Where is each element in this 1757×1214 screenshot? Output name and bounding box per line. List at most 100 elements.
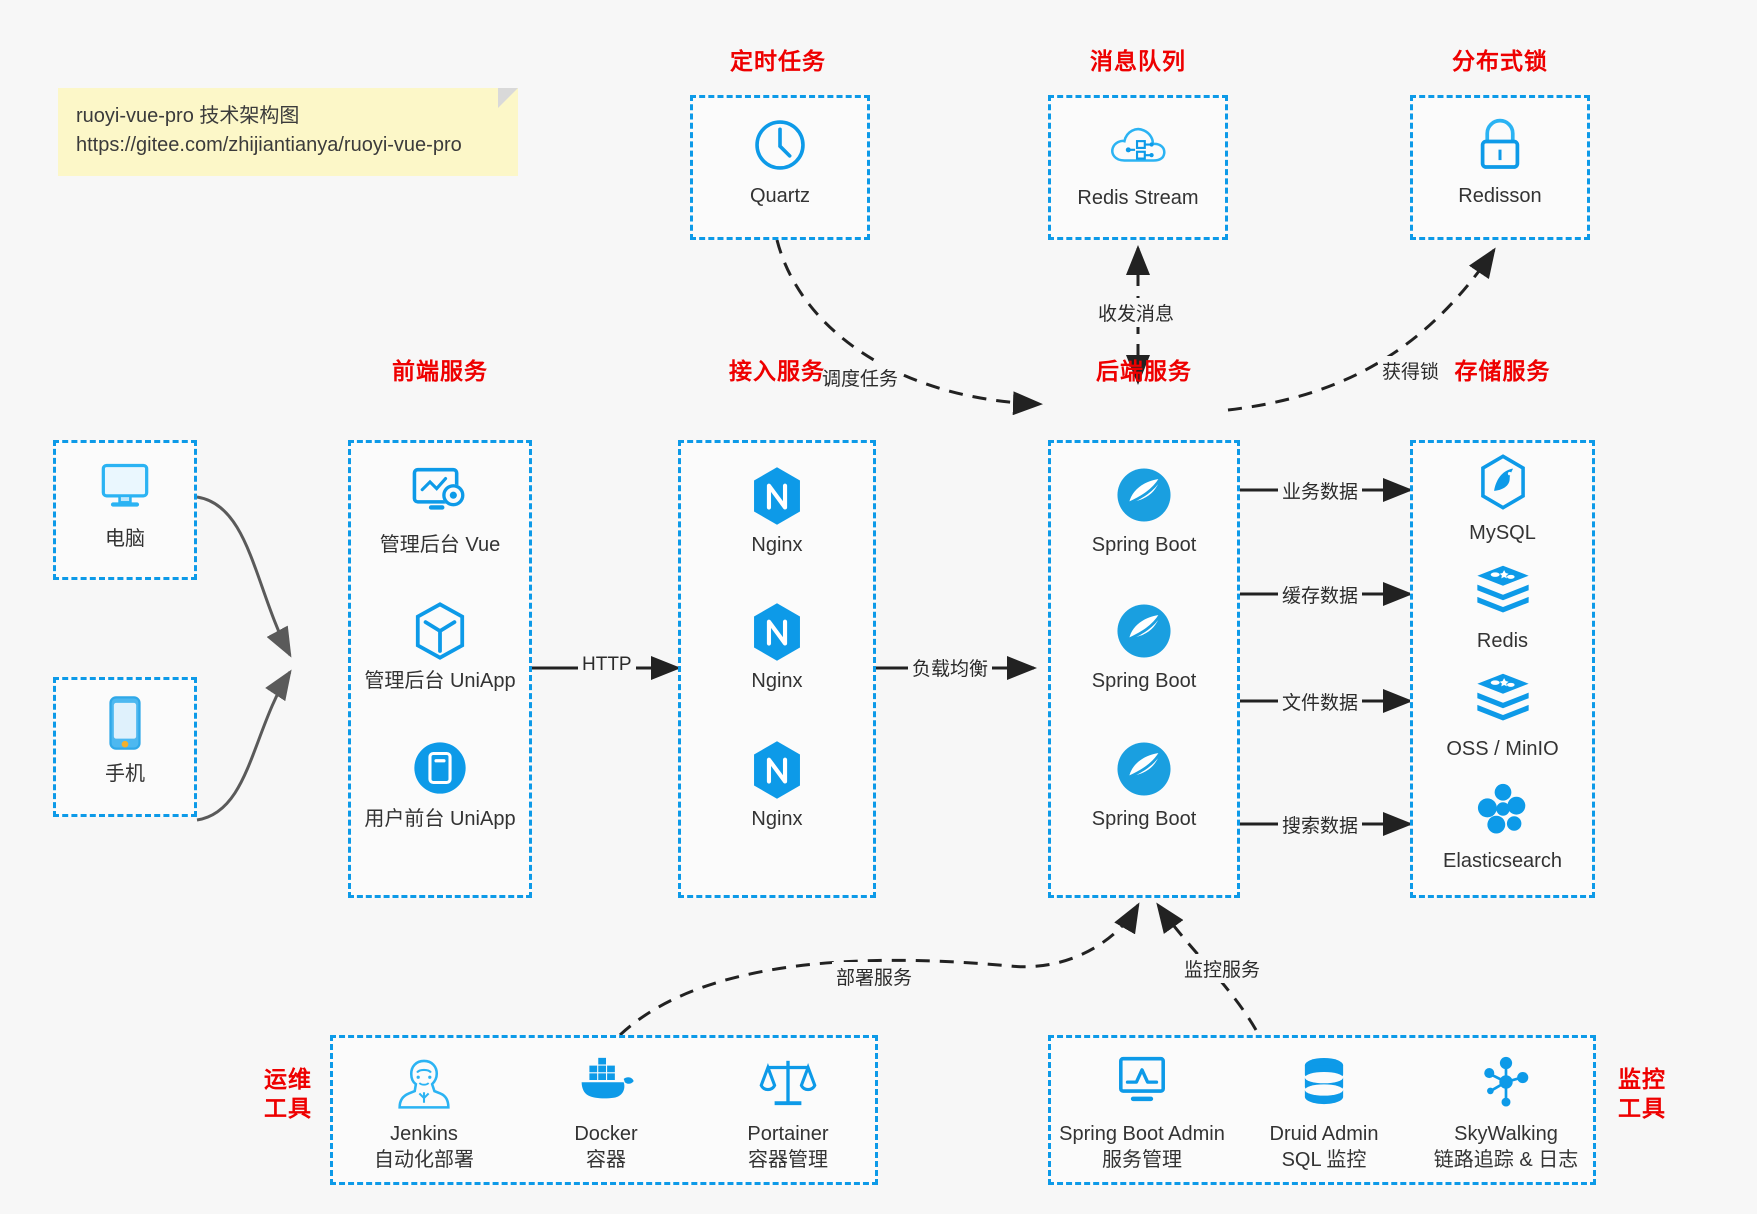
node-redis[interactable]: Redis <box>1413 561 1592 655</box>
node-label: Redis Stream <box>1077 187 1199 209</box>
node-label: Docker <box>574 1123 638 1145</box>
database-icon <box>1233 1054 1415 1116</box>
node-label: Redisson <box>1458 185 1542 207</box>
edge-label-mq: 收发消息 <box>1094 298 1179 327</box>
group-title-monitoring: 监控 工具 <box>1612 1065 1672 1123</box>
spring-boot-icon <box>1051 739 1237 801</box>
monitoring-title-line-2: 工具 <box>1618 1094 1666 1121</box>
spring-boot-icon <box>1051 465 1237 527</box>
clock-icon <box>693 116 867 178</box>
node-skywalking[interactable]: SkyWalking 链路追踪 & 日志 <box>1415 1054 1597 1173</box>
lock-icon <box>1413 116 1587 178</box>
node-nginx-1[interactable]: Nginx <box>681 465 873 559</box>
desktop-icon <box>56 459 194 521</box>
node-sublabel: SQL 监控 <box>1281 1148 1367 1171</box>
node-label: Druid Admin <box>1269 1123 1379 1145</box>
node-sublabel: 容器 <box>586 1148 626 1171</box>
group-backend: Spring Boot Spring Boot Spring Boot <box>1048 440 1240 898</box>
elasticsearch-icon <box>1413 781 1592 843</box>
group-scheduled-task: Quartz <box>690 95 870 240</box>
admin-vue-icon <box>351 465 529 527</box>
node-druid-admin[interactable]: Druid Admin SQL 监控 <box>1233 1054 1415 1173</box>
node-admin-uniapp[interactable]: 管理后台 UniApp <box>351 601 529 695</box>
node-label: Spring Boot <box>1091 534 1197 556</box>
node-mysql[interactable]: MySQL <box>1413 453 1592 547</box>
node-oss-minio[interactable]: OSS / MinIO <box>1413 669 1592 763</box>
note-line-2: https://gitee.com/zhijiantianya/ruoyi-vu… <box>76 134 462 156</box>
node-sublabel: 链路追踪 & 日志 <box>1433 1148 1579 1171</box>
node-redis-stream[interactable]: Redis Stream <box>1051 118 1225 212</box>
node-nginx-2[interactable]: Nginx <box>681 601 873 695</box>
group-devops: Jenkins 自动化部署 <box>330 1035 878 1185</box>
node-desktop[interactable]: 电脑 <box>56 459 194 553</box>
edge-mobile-to-frontend <box>196 669 292 822</box>
node-user-uniapp[interactable]: 用户前台 UniApp <box>351 739 529 833</box>
node-label: Nginx <box>751 670 803 692</box>
node-label: 手机 <box>105 763 145 785</box>
node-label: 用户前台 UniApp <box>364 808 516 830</box>
node-nginx-3[interactable]: Nginx <box>681 739 873 833</box>
node-mobile[interactable]: 手机 <box>56 694 194 788</box>
node-label: Spring Boot <box>1091 670 1197 692</box>
devops-title-line-1: 运维 <box>264 1066 312 1092</box>
node-jenkins[interactable]: Jenkins 自动化部署 <box>333 1054 515 1173</box>
node-spring-boot-1[interactable]: Spring Boot <box>1051 465 1237 559</box>
note-fold-icon <box>498 88 518 108</box>
group-title-backend: 后端服务 <box>1096 358 1192 384</box>
node-sublabel: 容器管理 <box>748 1148 828 1171</box>
node-spring-boot-admin[interactable]: Spring Boot Admin 服务管理 <box>1051 1054 1233 1173</box>
edge-label-monitor: 监控服务 <box>1180 954 1265 983</box>
node-label: Spring Boot Admin <box>1059 1123 1225 1145</box>
mobile-icon <box>56 694 194 756</box>
group-title-storage: 存储服务 <box>1454 358 1551 384</box>
cloud-stream-icon <box>1051 118 1225 180</box>
group-access: Nginx Nginx Nginx <box>678 440 876 898</box>
mysql-icon <box>1413 453 1592 515</box>
edge-label-schedule: 调度任务 <box>818 363 903 392</box>
portainer-icon <box>697 1054 879 1116</box>
group-title-scheduled-task: 定时任务 <box>730 48 826 74</box>
node-label: OSS / MinIO <box>1446 738 1559 760</box>
node-spring-boot-3[interactable]: Spring Boot <box>1051 739 1237 833</box>
group-client-desktop: 电脑 <box>53 440 197 580</box>
spring-boot-icon <box>1051 601 1237 663</box>
group-title-message-queue: 消息队列 <box>1090 48 1186 74</box>
group-client-mobile: 手机 <box>53 677 197 817</box>
docker-icon <box>515 1054 697 1116</box>
jenkins-icon <box>333 1054 515 1116</box>
app-icon <box>351 739 529 801</box>
node-label: 管理后台 UniApp <box>364 670 516 692</box>
edge-label-lock: 获得锁 <box>1378 356 1444 385</box>
node-quartz[interactable]: Quartz <box>693 116 867 210</box>
node-admin-vue[interactable]: 管理后台 Vue <box>351 465 529 559</box>
node-label: Redis <box>1476 630 1529 652</box>
nginx-icon <box>681 739 873 801</box>
node-elasticsearch[interactable]: Elasticsearch <box>1413 781 1592 875</box>
node-label: 管理后台 Vue <box>379 534 501 556</box>
edge-label-cache: 缓存数据 <box>1278 580 1363 609</box>
group-message-queue: Redis Stream <box>1048 95 1228 240</box>
node-label: Spring Boot <box>1091 808 1197 830</box>
monitoring-title-line-1: 监控 <box>1618 1066 1666 1092</box>
group-title-distributed-lock: 分布式锁 <box>1452 48 1548 74</box>
edge-label-lb: 负载均衡 <box>908 653 993 682</box>
node-label: 电脑 <box>105 528 145 550</box>
oss-minio-icon <box>1413 669 1592 731</box>
skywalking-icon <box>1415 1054 1597 1116</box>
node-sublabel: 自动化部署 <box>374 1148 474 1171</box>
node-spring-boot-2[interactable]: Spring Boot <box>1051 601 1237 695</box>
node-docker[interactable]: Docker 容器 <box>515 1054 697 1173</box>
edge-label-deploy: 部署服务 <box>832 962 917 991</box>
edge-label-search: 搜索数据 <box>1278 810 1363 839</box>
edge-label-biz: 业务数据 <box>1278 476 1363 505</box>
node-label: Quartz <box>749 185 811 207</box>
node-sublabel: 服务管理 <box>1102 1148 1182 1171</box>
sticky-note: ruoyi-vue-pro 技术架构图 https://gitee.com/zh… <box>58 88 518 176</box>
group-frontend: 管理后台 Vue 管理后台 UniApp 用户前台 UniApp <box>348 440 532 898</box>
node-label: SkyWalking <box>1454 1123 1558 1145</box>
node-redisson[interactable]: Redisson <box>1413 116 1587 210</box>
node-portainer[interactable]: Portainer 容器管理 <box>697 1054 879 1173</box>
group-distributed-lock: Redisson <box>1410 95 1590 240</box>
node-label: Nginx <box>751 808 803 830</box>
